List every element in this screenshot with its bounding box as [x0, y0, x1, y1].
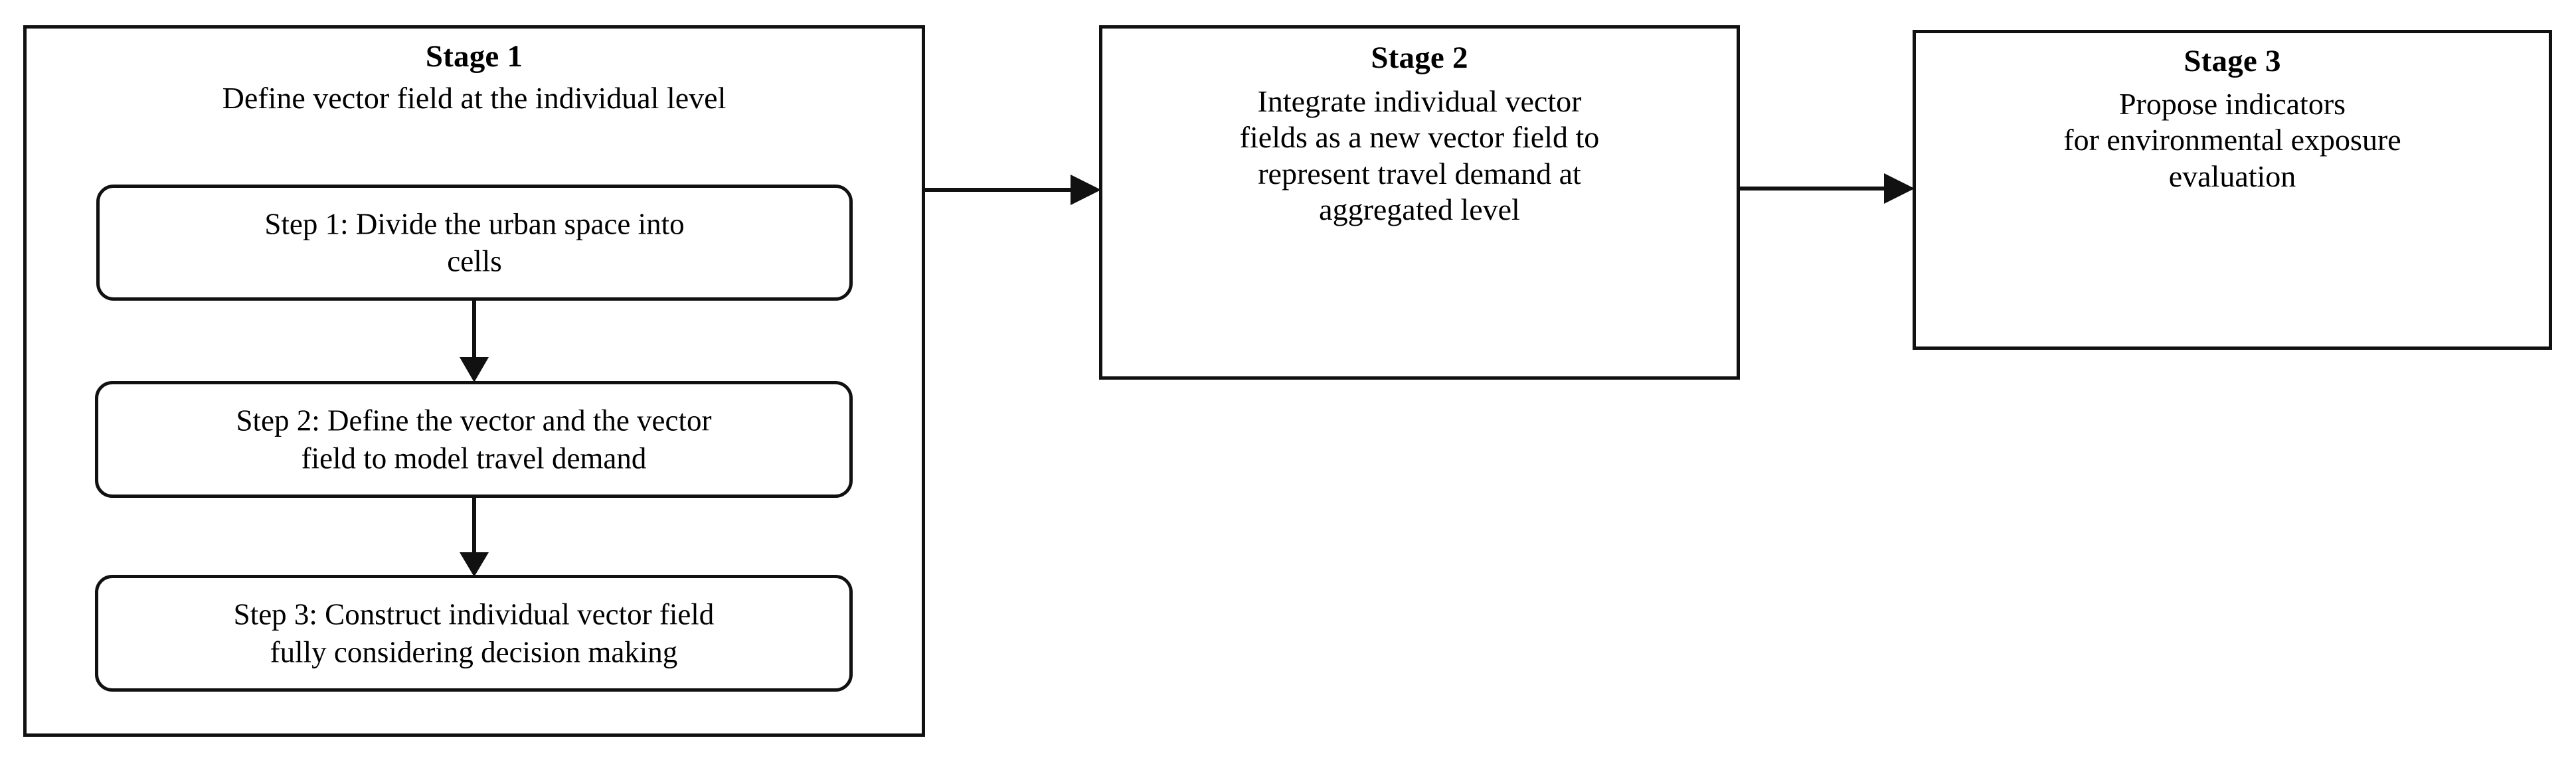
arrow-step1-to-step2 [460, 299, 489, 382]
step-2-label: Step 2: Define the vector and the vector… [236, 404, 712, 475]
stage-2-container: Stage 2 Integrate individual vector fiel… [1099, 25, 1740, 380]
stage-3-title: Stage 3 [2184, 44, 2281, 78]
arrow-stage2-to-stage3 [1738, 173, 1915, 204]
stage-3-subtitle: Propose indicators for environmental exp… [2063, 87, 2401, 193]
step-3-label: Step 3: Construct individual vector fiel… [233, 597, 715, 668]
arrow-stage1-to-stage2 [923, 175, 1101, 205]
step-1-label: Step 1: Divide the urban space into cell… [264, 206, 685, 278]
step-3-box[interactable]: Step 3: Construct individual vector fiel… [95, 575, 853, 692]
step-1-box[interactable]: Step 1: Divide the urban space into cell… [96, 185, 853, 301]
arrow-step2-to-step3 [460, 496, 489, 577]
stage-2-title: Stage 2 [1371, 40, 1468, 75]
stage-3-container: Stage 3 Propose indicators for environme… [1913, 30, 2552, 350]
stage-1-title: Stage 1 [425, 39, 523, 74]
stage-2-subtitle: Integrate individual vector fields as a … [1239, 84, 1600, 226]
step-2-box[interactable]: Step 2: Define the vector and the vector… [95, 381, 853, 498]
stage-1-subtitle: Define vector field at the individual le… [222, 81, 727, 115]
